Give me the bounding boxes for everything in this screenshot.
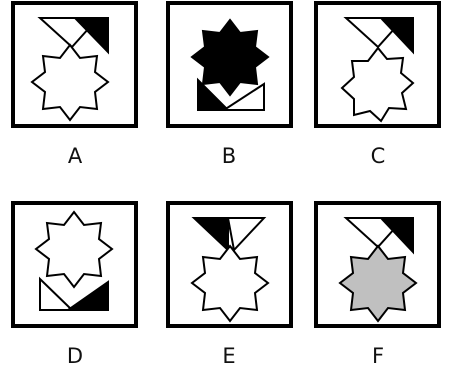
option-d-panel[interactable] <box>13 203 136 326</box>
option-b-label: B <box>209 144 249 168</box>
option-d-star-icon <box>36 212 112 287</box>
option-a-panel[interactable] <box>13 3 136 126</box>
option-b-panel[interactable] <box>168 3 291 126</box>
option-b-star-icon <box>192 20 268 95</box>
option-f-label: F <box>358 344 398 368</box>
option-f-panel[interactable] <box>316 203 439 326</box>
option-f-star-icon <box>340 246 416 321</box>
option-a-label: A <box>55 144 95 168</box>
option-e-label: E <box>209 344 249 368</box>
option-a-star-icon <box>32 45 108 120</box>
option-c-panel[interactable] <box>316 3 439 126</box>
option-d-label: D <box>55 344 95 368</box>
option-e-star-icon <box>192 246 268 321</box>
option-c-label: C <box>358 144 398 168</box>
option-e-panel[interactable] <box>168 203 291 326</box>
